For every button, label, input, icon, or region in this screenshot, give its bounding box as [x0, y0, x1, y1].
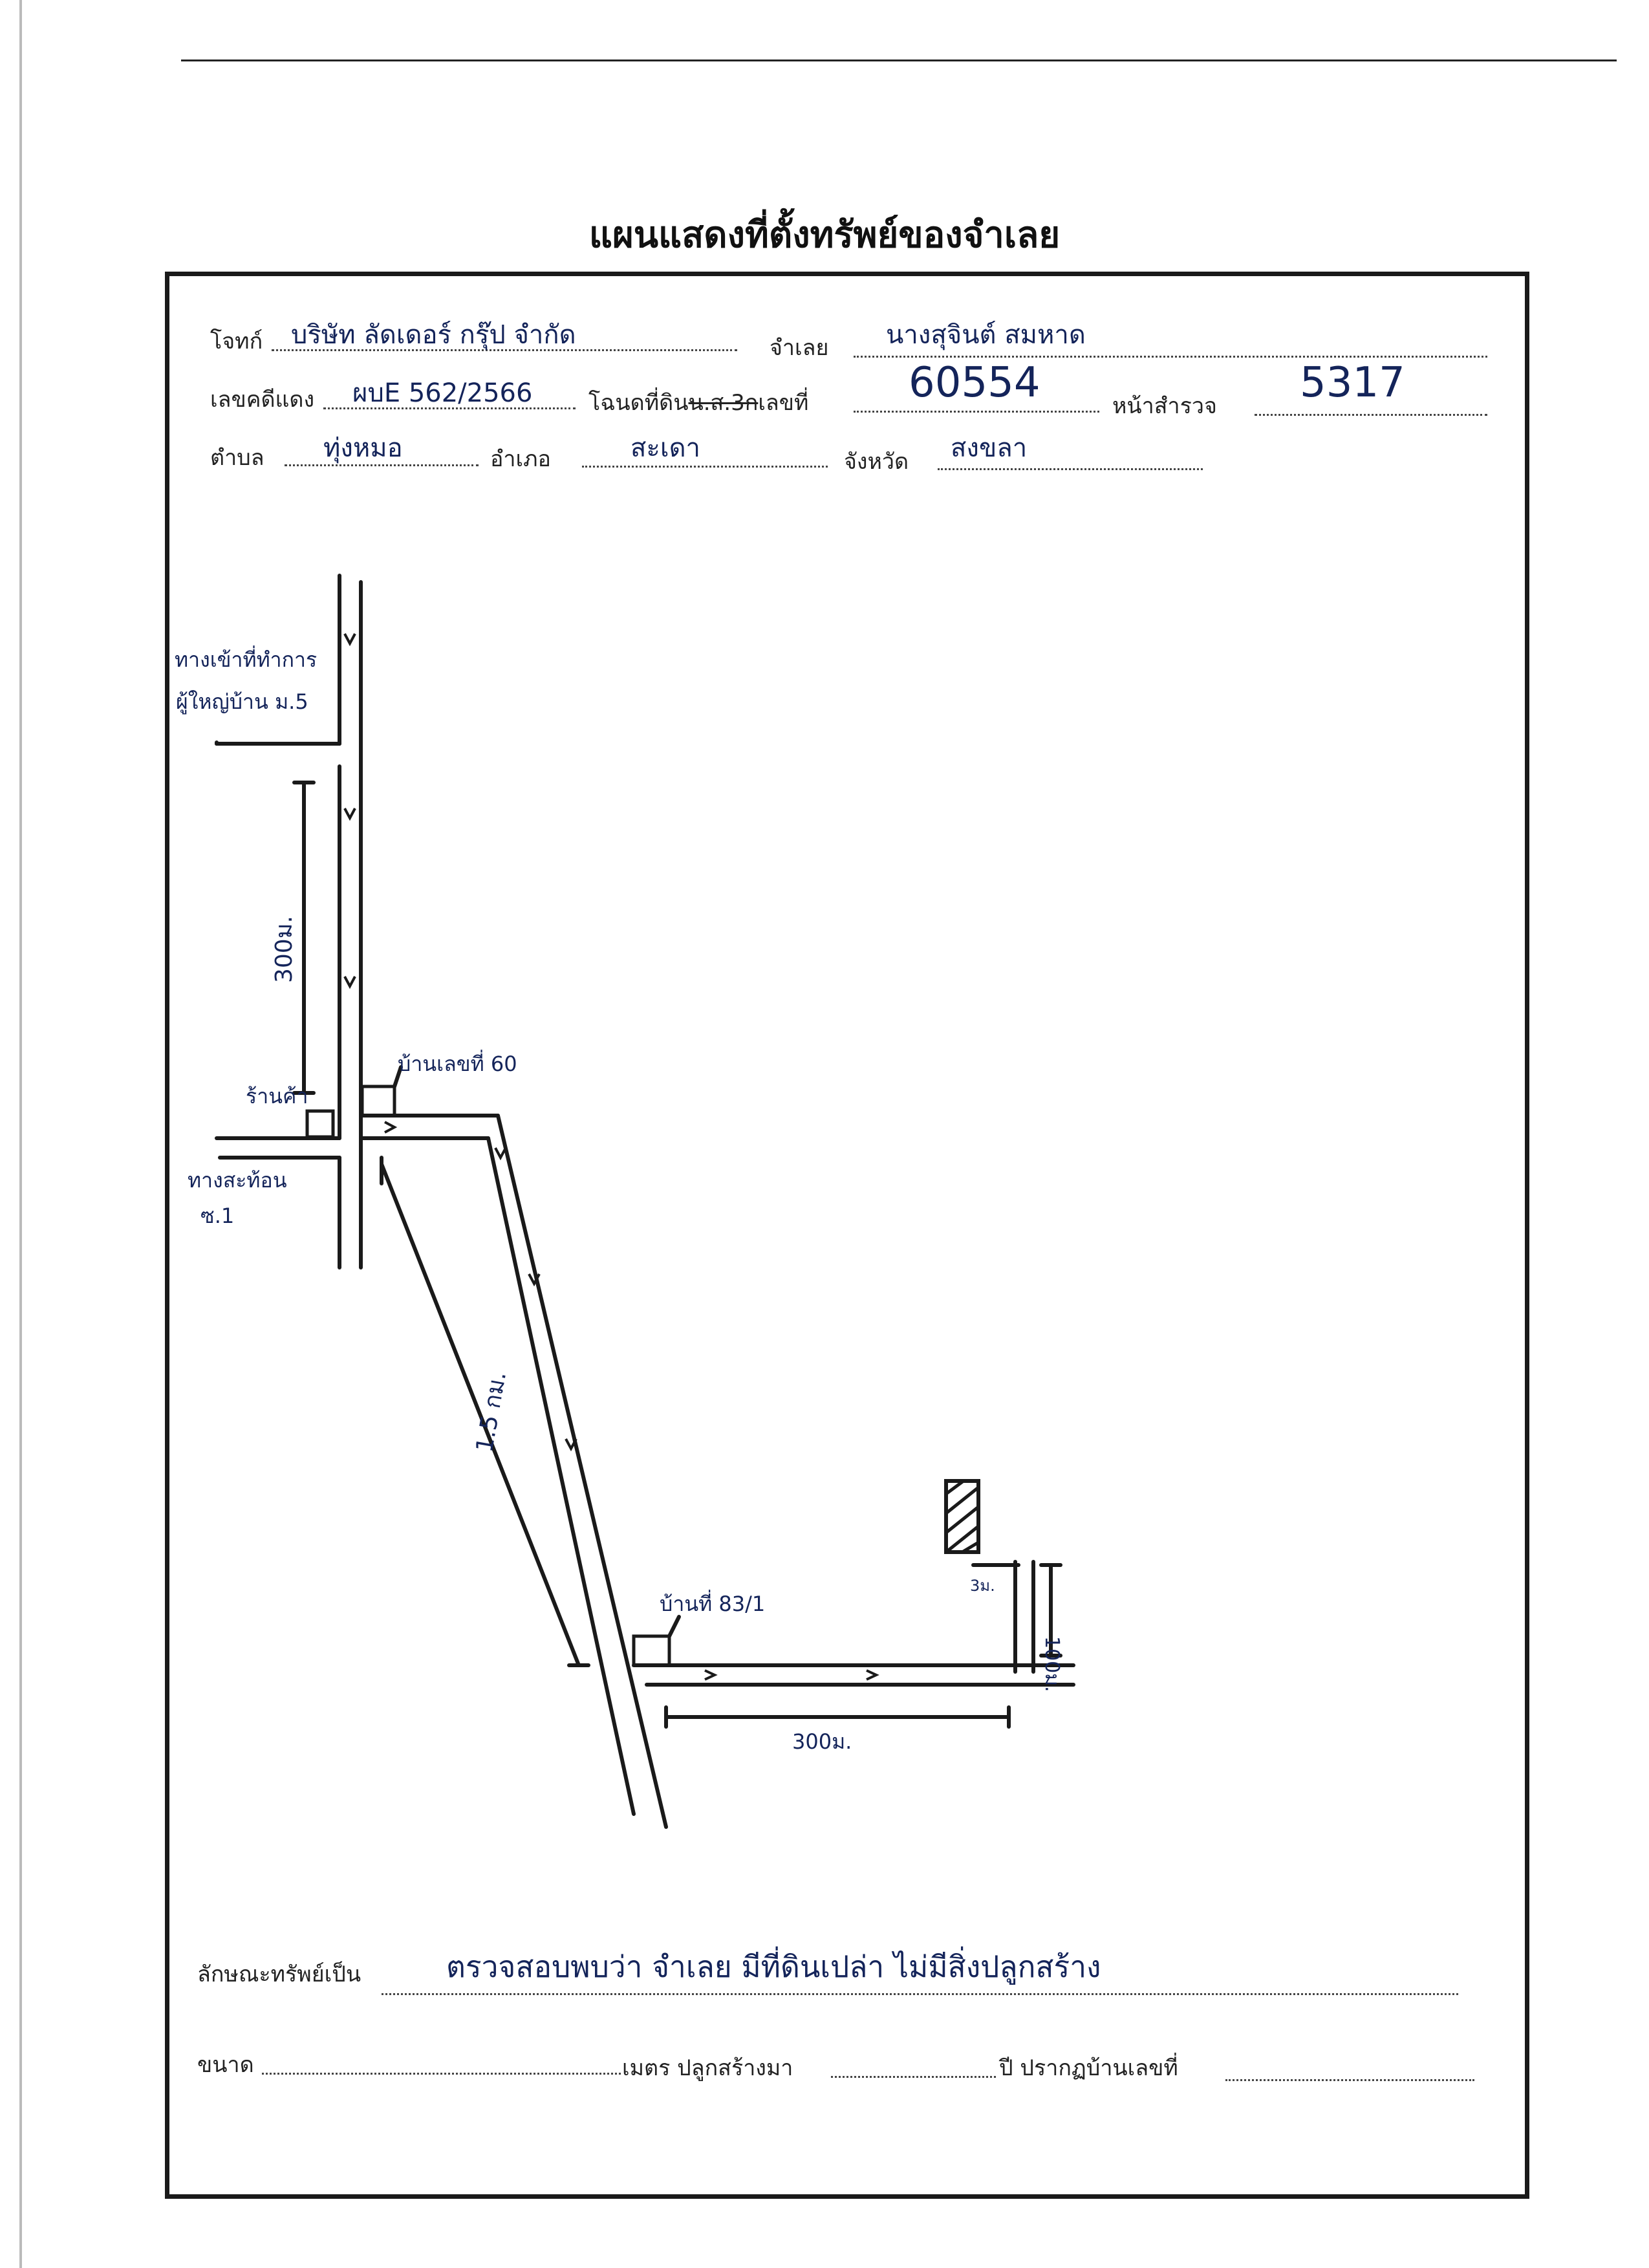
- house-83-1-label: บ้านที่ 83/1: [660, 1592, 766, 1616]
- map-frame: [165, 272, 1529, 2199]
- subdistrict-value: ทุ่งหมอ: [323, 433, 403, 463]
- dimension-1-5km: [380, 1162, 581, 1667]
- arrow-right-1: [384, 1121, 398, 1134]
- diagonal-road-right-edge: [496, 1114, 668, 1829]
- subdistrict-label: ตำบล: [210, 445, 264, 471]
- province-value: สงขลา: [951, 433, 1028, 463]
- deed-label-strike: น.ส.3ก: [688, 390, 759, 416]
- deed-label: โฉนดที่ดินน.ส.3กเลขที่: [588, 385, 808, 420]
- case-no-dots: [323, 407, 576, 409]
- arrow-right-2: [704, 1669, 718, 1681]
- arrow-right-3: [866, 1669, 879, 1681]
- village-office-label: ทางเข้าที่ทำการ: [175, 647, 318, 672]
- property-value: ตรวจสอบพบว่า จำเลย มีที่ดินเปล่า ไม่มีสิ…: [446, 1949, 1101, 1984]
- diagonal-road-left-edge: [486, 1136, 636, 1816]
- document-title: แผนแสดงที่ตั้งทรัพย์ของจำเลย: [588, 214, 1061, 256]
- arrow-diag-1: [494, 1147, 507, 1161]
- survey-page-value: 5317: [1300, 359, 1405, 407]
- deed-no-value: 60554: [909, 359, 1040, 407]
- plaintiff-label: โจทก์: [210, 329, 263, 354]
- dist-300-vertical-label: 300ม.: [271, 916, 297, 983]
- arrow-down-3: [343, 976, 356, 989]
- size-label: ขนาด: [197, 2052, 254, 2078]
- arrow-diag-2: [528, 1273, 541, 1287]
- plaintiff-dots: [272, 349, 737, 351]
- arrow-down-1: [343, 633, 356, 647]
- district-value: สะเดา: [630, 433, 701, 463]
- junction-label-2: ซ.1: [200, 1204, 235, 1228]
- province-label: จังหวัด: [844, 449, 909, 475]
- deed-label-part1: โฉนดที่ดิน: [588, 390, 689, 416]
- shop-label: ร้านค้า: [246, 1084, 308, 1108]
- house-no-dots: [1225, 2079, 1474, 2081]
- meters-label: เมตร ปลูกสร้างมา: [622, 2055, 793, 2081]
- defendant-value: นางสุจินต์ สมหาด: [886, 320, 1086, 350]
- survey-page-label: หน้าสำรวจ: [1112, 393, 1217, 419]
- deed-no-dots: [854, 411, 1099, 413]
- arrow-down-2: [343, 808, 356, 821]
- dist-300-horizontal-label: 300ม.: [792, 1729, 852, 1754]
- survey-page-dots: [1255, 414, 1487, 416]
- province-dots: [938, 468, 1203, 470]
- top-rule: [181, 59, 1617, 61]
- case-no-label: เลขคดีแดง: [210, 387, 315, 413]
- house-60-marker: [360, 1085, 396, 1118]
- property-label: ลักษณะทรัพย์เป็น: [197, 1961, 361, 1987]
- size-dots: [262, 2073, 621, 2075]
- deed-label-part2: เลขที่: [758, 390, 809, 416]
- build-year-dots: [831, 2076, 996, 2078]
- plaintiff-value: บริษัท ลัดเดอร์ กรุ๊ป จำกัด: [291, 320, 576, 350]
- district-dots: [582, 466, 828, 468]
- year-label: ปี ปรากฏบ้านเลขที่: [999, 2055, 1178, 2081]
- dist-3-label: 3ม.: [970, 1577, 995, 1595]
- case-no-value: ผบE 562/2566: [352, 378, 533, 408]
- arrow-diag-3: [565, 1438, 577, 1452]
- house-83-1-marker: [632, 1634, 671, 1667]
- scan-edge: [19, 0, 22, 2268]
- property-dots: [382, 1993, 1458, 1995]
- target-property-marker: [944, 1479, 980, 1554]
- defendant-dots: [854, 356, 1487, 358]
- house-60-label: บ้านเลขที่ 60: [398, 1052, 517, 1076]
- shop-marker: [305, 1109, 335, 1139]
- junction-label: ทางสะท้อน: [188, 1168, 287, 1193]
- district-label: อำเภอ: [490, 446, 551, 472]
- subdistrict-dots: [285, 464, 479, 466]
- defendant-label: จำเลย: [770, 335, 829, 361]
- dist-100-label: 100ม.: [1040, 1636, 1063, 1692]
- village-office-label-2: ผู้ใหญ่บ้าน ม.5: [176, 689, 308, 714]
